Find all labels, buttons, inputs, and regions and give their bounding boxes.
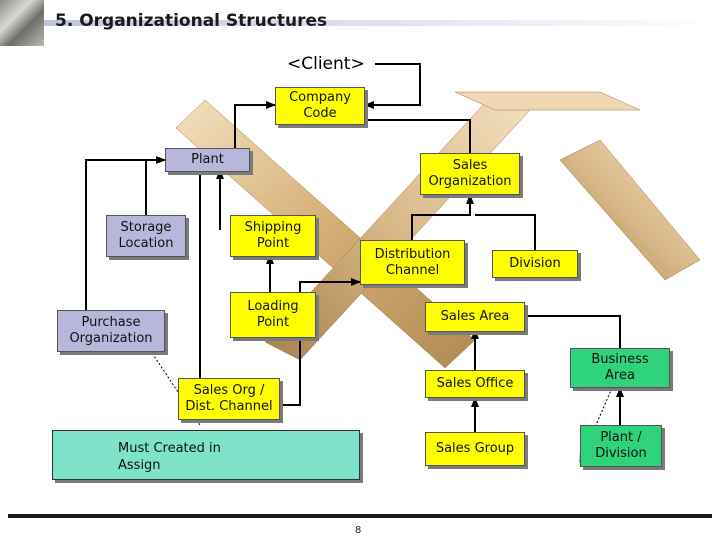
node-sales-group: Sales Group [425,432,525,466]
line-salesorgdist-to-distribution [280,278,361,406]
connector-lines [85,63,624,432]
node-sales-organization: Sales Organization [420,153,520,195]
title-photo [0,0,44,46]
line-division-to-salesorg [475,214,536,250]
page-title: 5. Organizational Structures [55,11,328,31]
line-distribution-to-salesorg [411,194,474,240]
band-top-right [454,91,641,111]
node-division: Division [492,250,578,278]
node-company-code: Company Code [275,87,365,125]
title-gradient-bar [40,20,720,26]
line-salesarea-to-business [512,315,621,350]
line-purchase-to-plant [85,159,165,310]
line-salesorg-to-company [360,119,471,153]
legend-box [52,430,360,480]
client-label: <Client> [287,54,365,74]
node-sales-area: Sales Area [425,302,525,332]
node-purchase-organization: Purchase Organization [57,310,165,352]
assign-line-purchase-to-salesgroup [149,349,201,426]
node-distribution-channel: Distribution Channel [360,240,465,285]
title-bar: 5. Organizational Structures [0,0,720,46]
node-loading-point: Loading Point [230,292,316,338]
band-right-tip [559,139,701,281]
node-sales-office: Sales Office [425,370,525,398]
node-business-area: Business Area [570,348,670,388]
page-number: 8 [355,525,362,536]
node-storage-location: Storage Location [106,215,186,257]
node-plant: Plant [165,148,250,172]
node-sales-org-dist-channel: Sales Org / Dist. Channel [178,378,280,420]
line-storage-to-plant [145,156,166,215]
node-plant-division: Plant / Division [580,425,662,467]
line-client-to-company [364,63,421,109]
legend-text: Must Created in Assign [118,441,221,473]
node-shipping-point: Shipping Point [230,215,316,257]
footer-rule [8,514,712,518]
